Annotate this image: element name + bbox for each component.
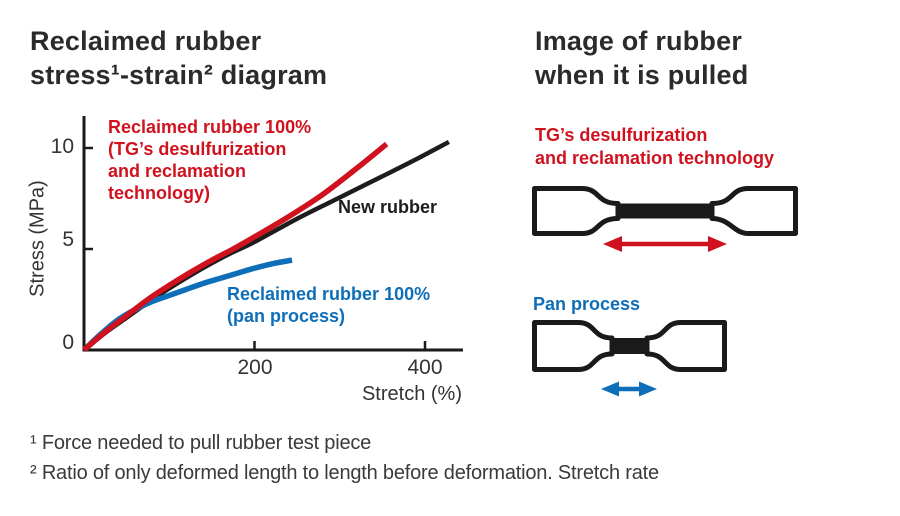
tg-gauge-bar: [614, 203, 716, 219]
pan-gauge-bar: [608, 338, 652, 354]
series-label-new-rubber: New rubber: [338, 197, 438, 217]
pan-stretch-arrow-icon: [601, 381, 657, 397]
tick-marks: [84, 146, 427, 350]
curve-tg: [82, 141, 389, 353]
axes: [82, 116, 463, 352]
tg-right-grip: [709, 186, 798, 236]
y-tick-5: 5: [62, 228, 74, 251]
x-tick-200: 200: [237, 356, 273, 379]
pan-test-piece-figure: [532, 320, 727, 397]
footnote-1: ¹ Force needed to pull rubber test piece: [30, 432, 372, 454]
tg-test-piece: [532, 186, 798, 236]
tg-stretch-arrow-icon: [603, 236, 727, 252]
tg-method-label: TG’s desulfurization and reclamation tec…: [535, 125, 775, 168]
series-label-pan: Reclaimed rubber 100% (pan process): [227, 284, 431, 326]
footnote-2: ² Ratio of only deformed length to lengt…: [30, 462, 659, 484]
right-title: Image of rubber when it is pulled: [535, 26, 749, 90]
stress-strain-plot: [82, 116, 463, 353]
pan-right-grip: [644, 320, 727, 372]
pan-test-piece: [532, 320, 727, 372]
series-label-tg: Reclaimed rubber 100% (TG’s desulfurizat…: [108, 117, 312, 203]
x-tick-400: 400: [407, 356, 443, 379]
pan-left-grip: [532, 320, 615, 372]
y-tick-10: 10: [50, 135, 74, 158]
y-tick-0: 0: [62, 331, 74, 354]
tg-left-grip: [532, 186, 621, 236]
curves: [82, 139, 450, 353]
left-title: Reclaimed rubber stress¹-strain² diagram: [30, 26, 328, 90]
pan-method-label: Pan process: [533, 294, 641, 314]
x-axis-label: Stretch (%): [361, 383, 462, 405]
tg-test-piece-figure: [532, 186, 798, 252]
